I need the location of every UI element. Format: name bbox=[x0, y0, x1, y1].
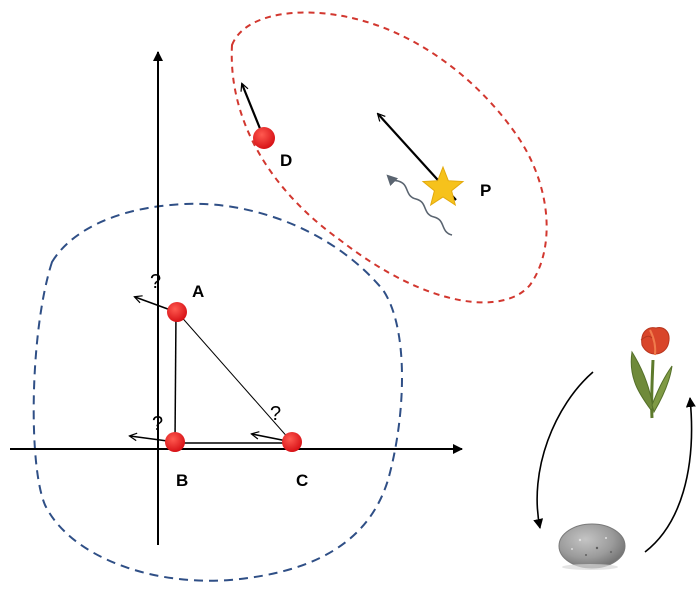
point-c bbox=[282, 432, 302, 452]
red-dashed-region bbox=[230, 11, 548, 304]
label-b: B bbox=[176, 471, 188, 490]
wavy-arrow-icon bbox=[386, 174, 453, 236]
label-p: P bbox=[480, 181, 491, 200]
cycle-arrow-left bbox=[533, 371, 594, 529]
point-a bbox=[167, 302, 187, 322]
force-arrow-d bbox=[242, 84, 265, 137]
tulip-icon bbox=[630, 327, 673, 419]
edge-ab bbox=[174, 311, 177, 443]
label-d: D bbox=[280, 151, 292, 170]
point-d bbox=[253, 127, 275, 149]
label-c: C bbox=[296, 471, 308, 490]
star-icon bbox=[421, 165, 465, 207]
stone-icon bbox=[558, 523, 626, 570]
question-mark-b: ? bbox=[152, 413, 163, 435]
point-b bbox=[165, 432, 185, 452]
cycle-arrow-right bbox=[644, 397, 696, 553]
question-mark-c: ? bbox=[270, 403, 281, 425]
blue-dashed-region bbox=[32, 202, 403, 582]
label-a: A bbox=[192, 282, 204, 301]
edge-ac bbox=[177, 312, 291, 441]
question-mark-a: ? bbox=[150, 271, 161, 293]
